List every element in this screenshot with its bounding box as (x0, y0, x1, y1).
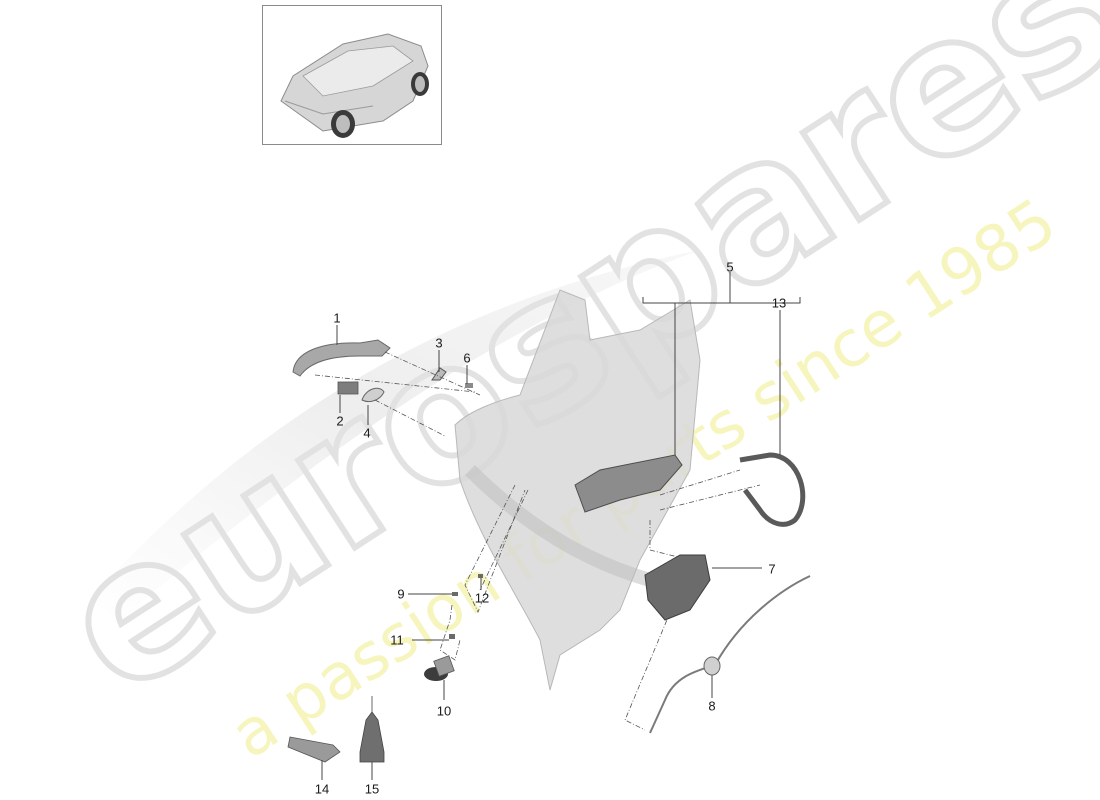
screw-part-9[interactable] (452, 592, 458, 596)
callout-7[interactable]: 7 (768, 561, 776, 577)
screw-part-11[interactable] (449, 634, 455, 639)
exterior-door-handle-part[interactable] (292, 339, 391, 377)
callout-12[interactable]: 12 (474, 590, 490, 606)
callout-2[interactable]: 2 (336, 413, 344, 429)
callout-4[interactable]: 4 (363, 425, 371, 441)
actuating-cable-part[interactable] (739, 452, 806, 527)
grease-tube-part[interactable] (287, 736, 341, 763)
car-icon (280, 33, 429, 138)
vehicle-thumbnail[interactable] (262, 5, 442, 145)
handle-bracket-part[interactable] (337, 381, 359, 395)
clip-part[interactable] (431, 367, 447, 381)
watermark-swoosh (90, 250, 700, 620)
callout-11[interactable]: 11 (390, 632, 404, 648)
callout-5[interactable]: 5 (726, 259, 734, 275)
callout-8[interactable]: 8 (708, 698, 716, 714)
callout-1[interactable]: 1 (333, 310, 341, 326)
callout-6[interactable]: 6 (463, 350, 471, 366)
handle-cover-cap-part[interactable] (361, 387, 385, 403)
lock-carrier-part[interactable] (574, 454, 683, 513)
screw-part-6[interactable] (465, 383, 473, 388)
callout-13[interactable]: 13 (771, 295, 787, 311)
callout-10[interactable]: 10 (436, 703, 452, 719)
door-lock-part[interactable] (644, 554, 711, 621)
screw-part-12[interactable] (478, 574, 483, 578)
callout-3[interactable]: 3 (435, 335, 443, 351)
callout-15[interactable]: 15 (364, 781, 380, 797)
callout-14[interactable]: 14 (314, 781, 330, 797)
oil-bottle-part[interactable] (359, 696, 385, 763)
callout-9[interactable]: 9 (397, 586, 405, 602)
